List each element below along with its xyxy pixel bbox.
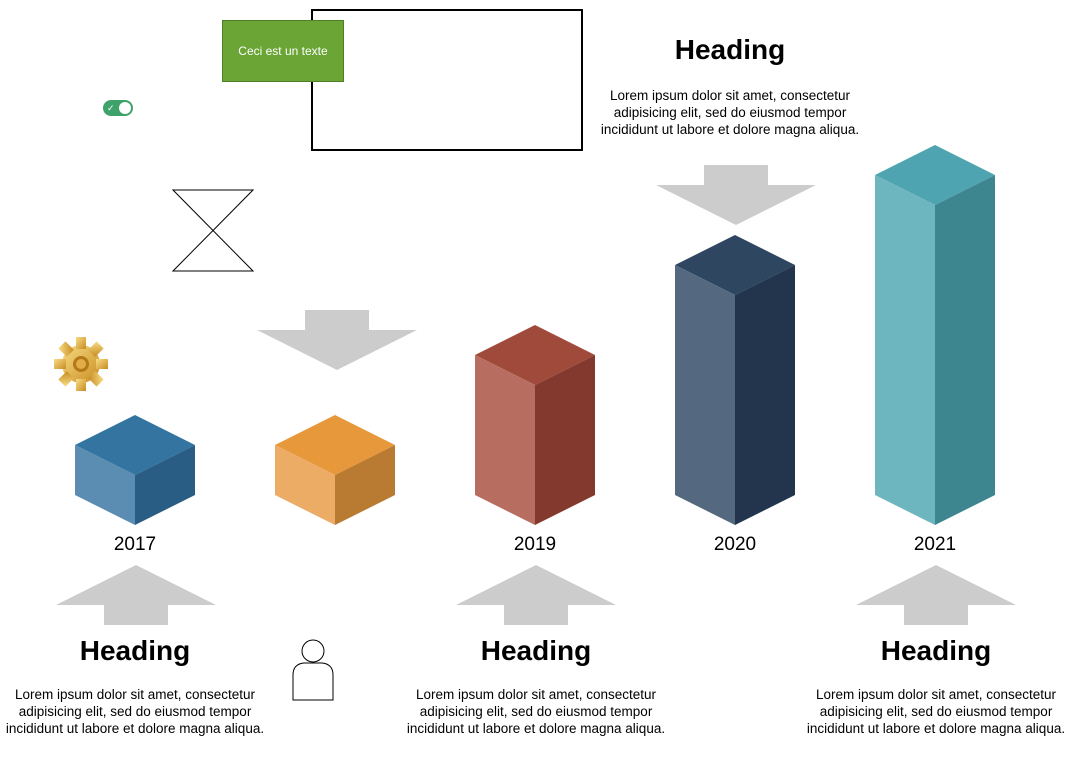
bar-2018 [275, 0, 395, 525]
callout-body-2021: Lorem ipsum dolor sit amet, consectetur … [806, 687, 1066, 736]
hourglass-icon [172, 189, 254, 272]
bar-left-face [275, 445, 335, 525]
bar-right-face [535, 355, 595, 525]
bar-2017-shape [75, 415, 195, 525]
user-icon [291, 639, 335, 701]
bar-left-face [75, 445, 135, 525]
toggle-knob [119, 102, 131, 114]
bar-2020-shape [675, 235, 795, 525]
year-label-2020: 2020 [713, 534, 757, 555]
top-callout-heading: Heading [674, 34, 786, 65]
bar-2018-shape [275, 415, 395, 525]
bar-2017 [75, 0, 195, 525]
text-box-label: Ceci est un texte [238, 44, 328, 58]
callout-body-2019: Lorem ipsum dolor sit amet, consectetur … [406, 687, 666, 736]
year-label-2017: 2017 [113, 534, 157, 555]
arrow-down-icon [257, 310, 417, 370]
bar-right-face [135, 445, 195, 525]
gear-icon [53, 333, 109, 395]
bar-left-face [875, 175, 935, 525]
callout-heading-2019: Heading [480, 635, 592, 666]
bar-2021-shape [875, 145, 995, 525]
top-callout-body: Lorem ipsum dolor sit amet, consectetur … [600, 88, 860, 137]
year-label-2019: 2019 [513, 534, 557, 555]
arrow-up-icon [456, 565, 616, 625]
bar-2019-shape [475, 325, 595, 525]
callout-body-2017: Lorem ipsum dolor sit amet, consectetur … [5, 687, 265, 736]
check-icon: ✓ [107, 103, 115, 113]
bar-right-face [335, 445, 395, 525]
arrow-up-icon [56, 565, 216, 625]
year-label-2021: 2021 [913, 534, 957, 555]
arrow-down-icon [656, 165, 816, 225]
text-box[interactable]: Ceci est un texte [222, 20, 344, 82]
arrow-up-icon [856, 565, 1016, 625]
callout-heading-2021: Heading [880, 635, 992, 666]
bar-2021 [875, 0, 995, 525]
bar-2020 [675, 0, 795, 525]
toggle-switch-icon[interactable]: ✓ [103, 100, 133, 116]
bar-right-face [735, 265, 795, 525]
bar-right-face [935, 175, 995, 525]
bar-2019 [475, 0, 595, 525]
bar-left-face [675, 265, 735, 525]
bar-left-face [475, 355, 535, 525]
callout-heading-2017: Heading [79, 635, 191, 666]
